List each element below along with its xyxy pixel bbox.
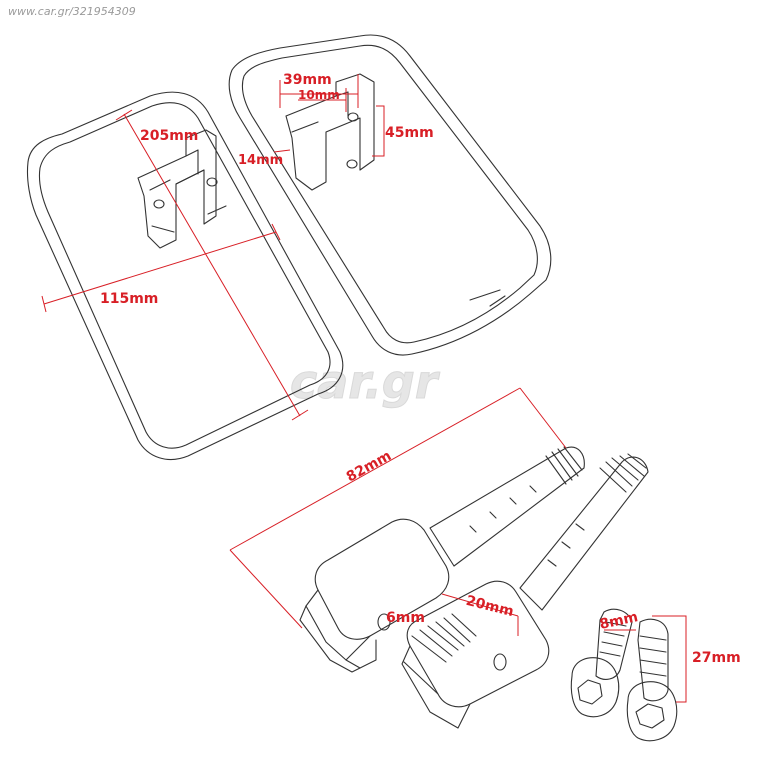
label-82mm: 82mm	[344, 448, 394, 486]
label-115mm: 115mm	[100, 291, 158, 307]
label-27mm: 27mm	[692, 650, 741, 666]
left-footpeg-plate	[26, 91, 344, 460]
hex-bolt-left	[570, 608, 633, 718]
watermark-text: www.car.gr/321954309	[8, 5, 136, 18]
right-footpeg-plate	[228, 34, 552, 356]
hex-bolt-right	[626, 618, 678, 742]
background-logo: car.gr	[290, 355, 441, 409]
mounting-rod-long	[299, 446, 585, 673]
label-6mm: 6mm	[386, 610, 425, 626]
label-14mm: 14mm	[238, 153, 283, 168]
mounting-rod-short	[401, 453, 649, 729]
label-10mm: 10mm	[298, 88, 340, 102]
label-205mm: 205mm	[140, 128, 198, 144]
label-45mm: 45mm	[385, 125, 434, 141]
dimension-lines	[41, 74, 687, 703]
label-20mm: 20mm	[464, 593, 515, 620]
label-39mm: 39mm	[283, 72, 332, 88]
label-8mm: 8mm	[598, 609, 639, 633]
